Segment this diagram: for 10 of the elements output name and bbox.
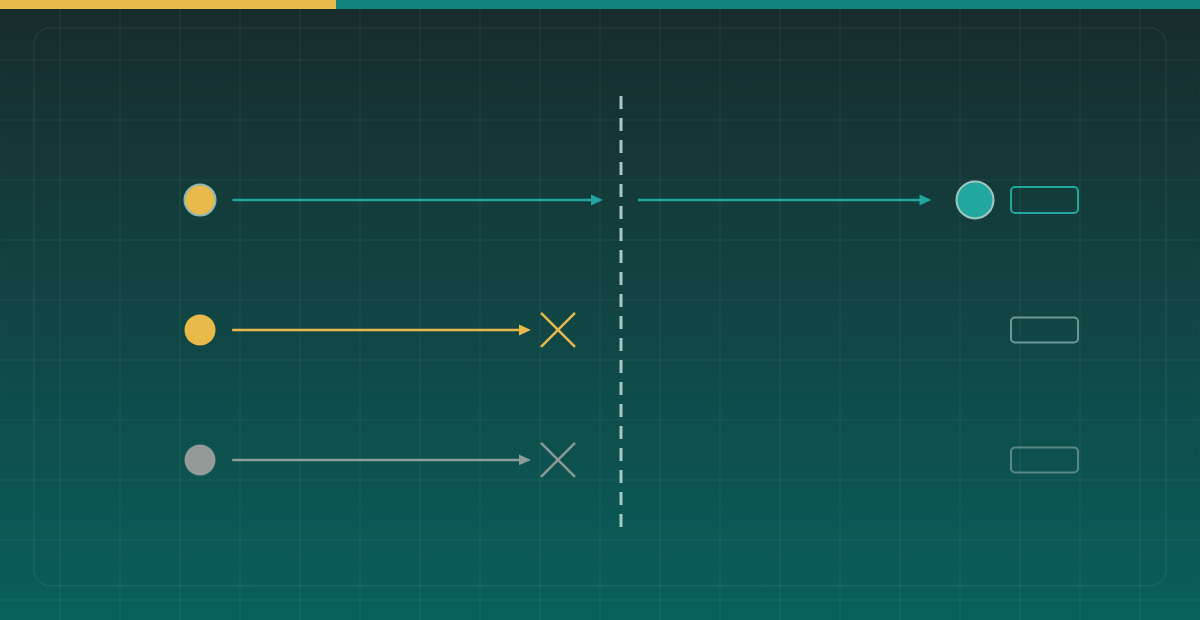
cross-mark xyxy=(539,311,577,349)
empty-box xyxy=(1010,446,1079,474)
empty-box xyxy=(1010,316,1079,344)
dot xyxy=(184,444,216,476)
dot xyxy=(184,314,216,346)
empty-box xyxy=(1010,186,1079,214)
cross-mark xyxy=(539,441,577,479)
dashed-line xyxy=(619,96,623,527)
dot xyxy=(183,183,217,217)
dot xyxy=(955,180,995,220)
